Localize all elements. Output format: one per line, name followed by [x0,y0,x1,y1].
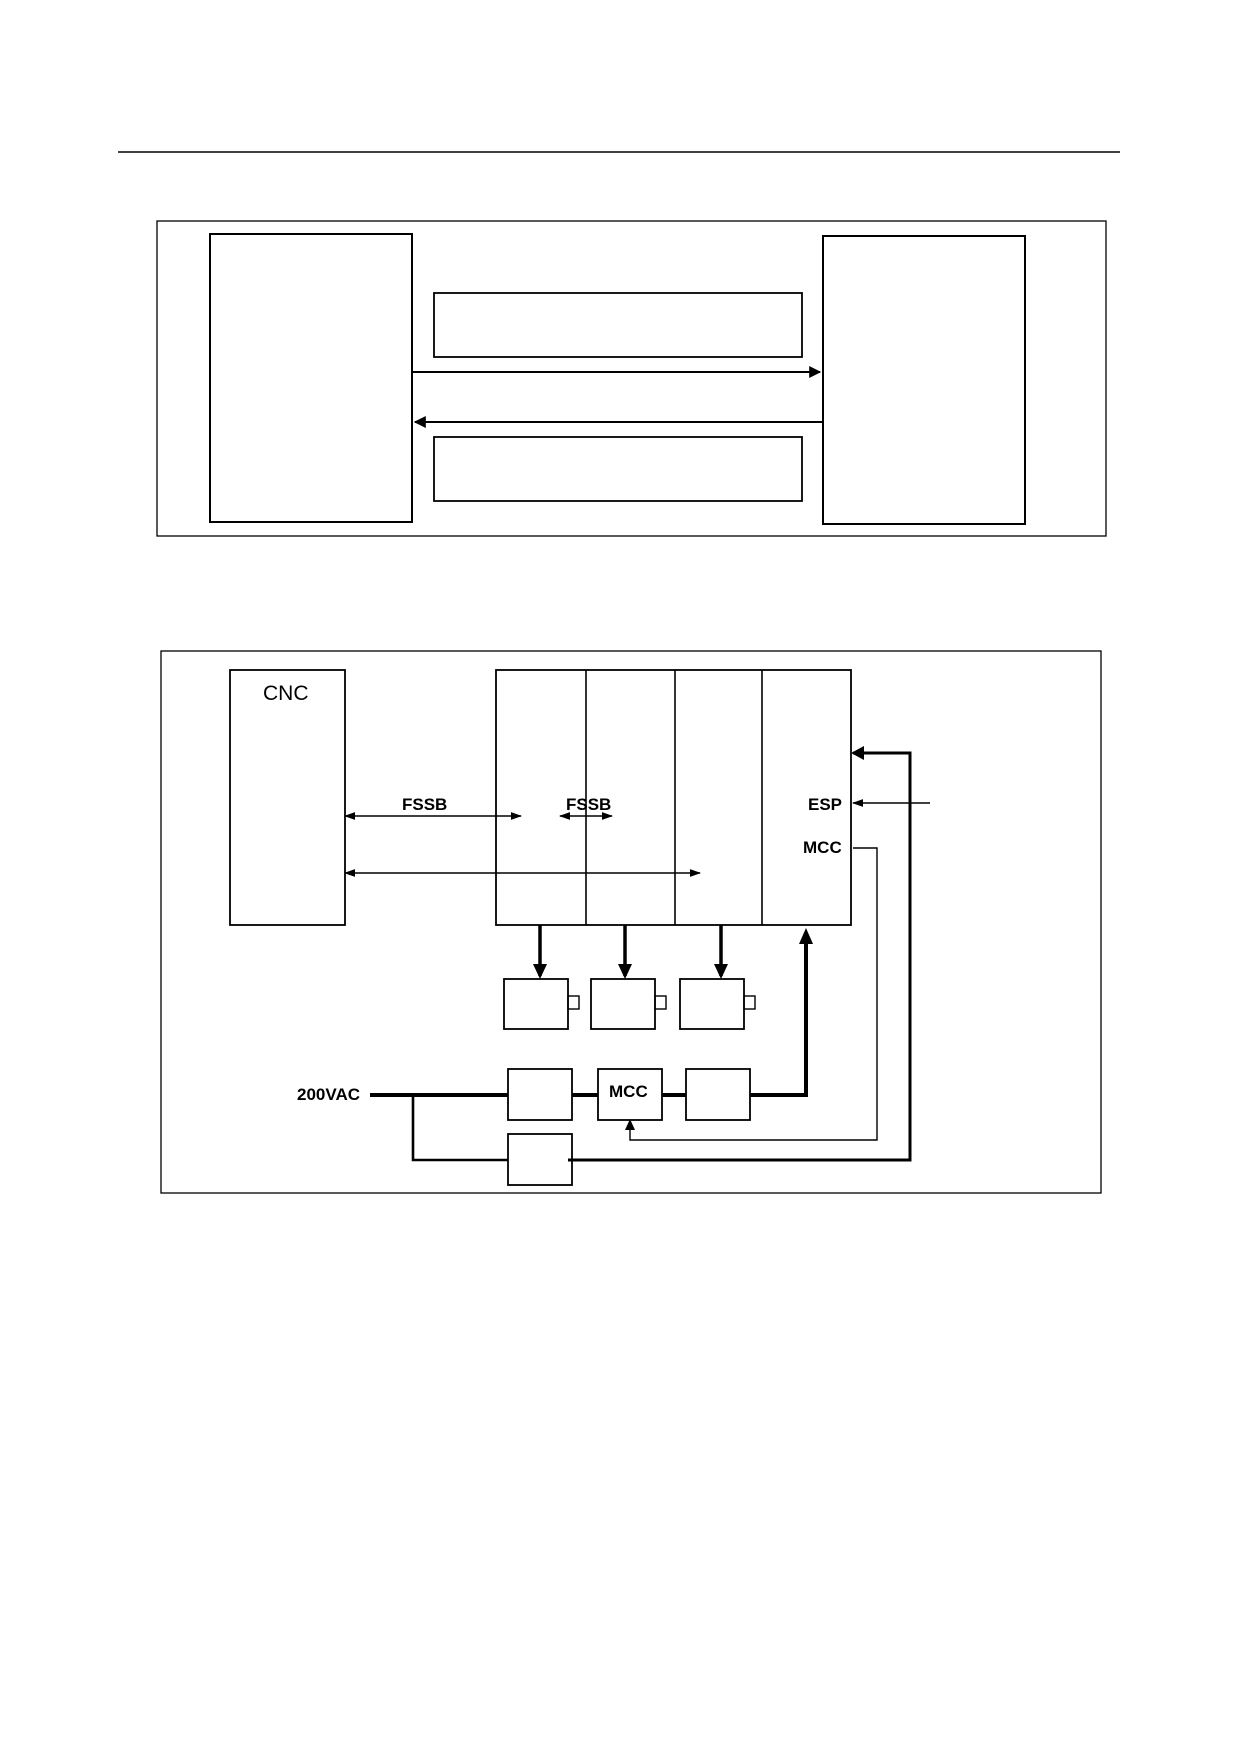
mcc-control-line [629,847,878,1141]
reactor-to-psm-arrowhead [799,928,813,944]
amplifier-rack [495,669,852,926]
figure-1 [156,220,1107,537]
ac-reactor-box [685,1068,751,1121]
motor-3-body [679,978,745,1030]
motor-3-shaft [743,995,756,1010]
motor-1-body [503,978,569,1030]
motor-2 [590,978,667,1030]
control-branch-line [411,1095,508,1162]
power-input-label: 200VAC [297,1085,360,1104]
figure-1-frame [156,220,1107,537]
control-power-arrowhead [851,746,864,760]
figure-1-right-block [822,235,1026,525]
figure-2: CNC FSSB FSSB ESP MCC [160,650,1102,1194]
motor-2-shaft [654,995,667,1010]
circuit-breaker-box [507,1068,573,1121]
fssb-label-1: FSSB [402,795,447,814]
cnc-label: CNC [263,682,309,705]
control-power-line [568,751,912,1162]
motor-2-body [590,978,656,1030]
motor-3 [679,978,756,1030]
motor-drive-arrowhead-1 [533,964,547,979]
mcc-control-arrowhead [625,1119,635,1130]
fssb-label-2: FSSB [566,795,611,814]
esp-label: ESP [808,795,842,814]
figure-1-lower-label-box [433,436,803,502]
control-breaker-box [507,1133,573,1186]
amplifier-rack-outline [495,669,852,926]
motor-drive-arrowhead-3 [714,964,728,979]
mcc-signal-label: MCC [803,838,842,857]
figure-2-frame [160,650,1102,1194]
mcc-box-label: MCC [609,1082,648,1101]
figure-1-left-block [209,233,413,523]
motor-1-shaft [567,995,580,1010]
motor-drive-arrowhead-2 [618,964,632,979]
figure-1-upper-label-box [433,292,803,358]
reactor-to-psm-line [750,940,808,1097]
cnc-block [229,669,346,926]
motor-1 [503,978,580,1030]
